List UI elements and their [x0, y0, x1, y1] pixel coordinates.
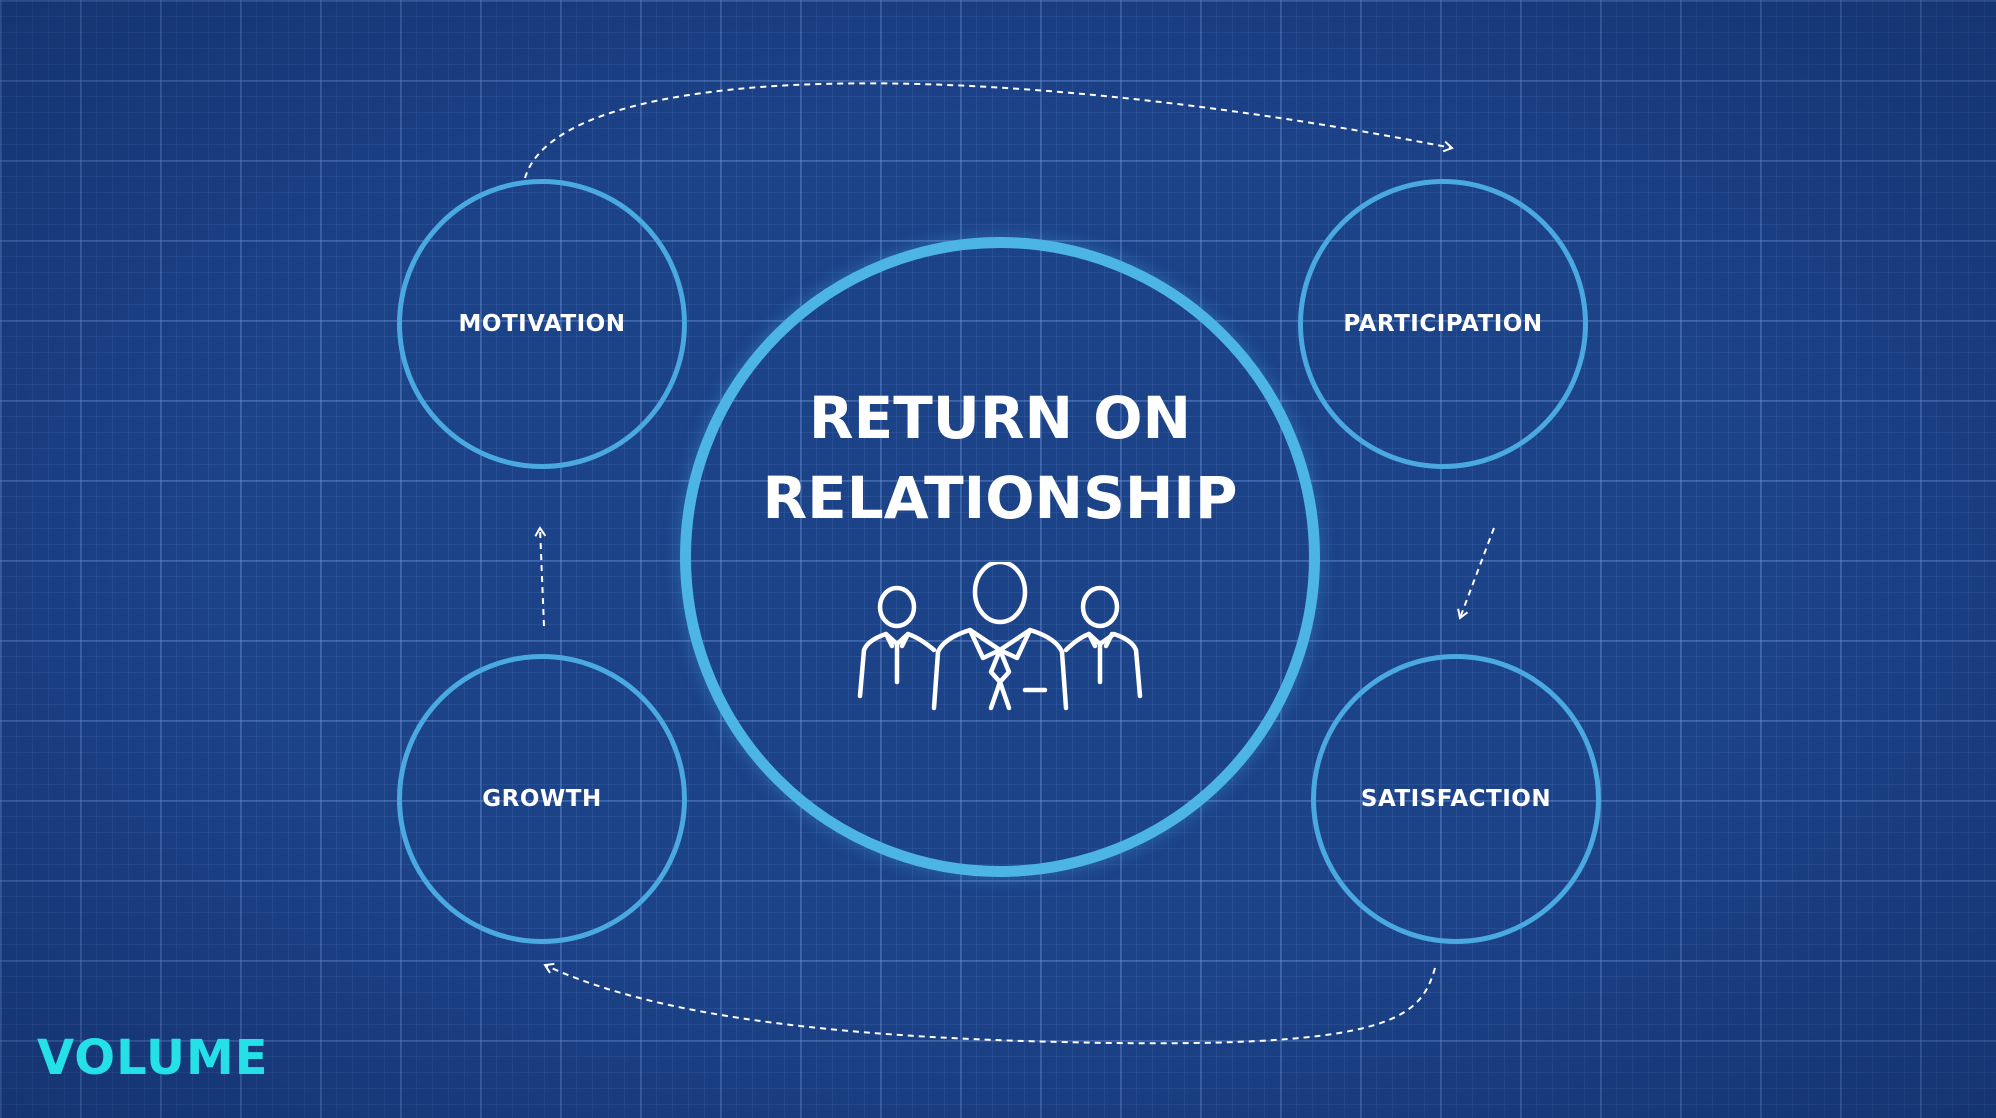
- stage-label: PARTICIPATION: [1343, 311, 1543, 337]
- stage-satisfaction: SATISFACTION: [1311, 654, 1601, 944]
- arrow-participation-to-satisfaction: [1457, 527, 1495, 620]
- stage-motivation: MOTIVATION: [397, 179, 687, 469]
- arrow-motivation-to-participation: [524, 82, 1454, 179]
- center-title-line1: RETURN ON: [808, 384, 1192, 452]
- center-circle: RETURN ON RELATIONSHIP: [680, 237, 1320, 877]
- center-title: RETURN ON RELATIONSHIP: [762, 378, 1237, 538]
- volume-logo: VOLUME: [37, 1030, 269, 1086]
- stage-label: GROWTH: [482, 786, 602, 812]
- stage-label: SATISFACTION: [1360, 786, 1552, 812]
- stage-participation: PARTICIPATION: [1298, 179, 1588, 469]
- center-title-line2: RELATIONSHIP: [762, 464, 1238, 532]
- stage-growth: GROWTH: [397, 654, 687, 944]
- stage-label: MOTIVATION: [458, 311, 626, 337]
- arrow-growth-to-motivation: [534, 526, 547, 627]
- team-people-icon: [857, 562, 1143, 711]
- arrow-satisfaction-to-growth: [543, 962, 1436, 1045]
